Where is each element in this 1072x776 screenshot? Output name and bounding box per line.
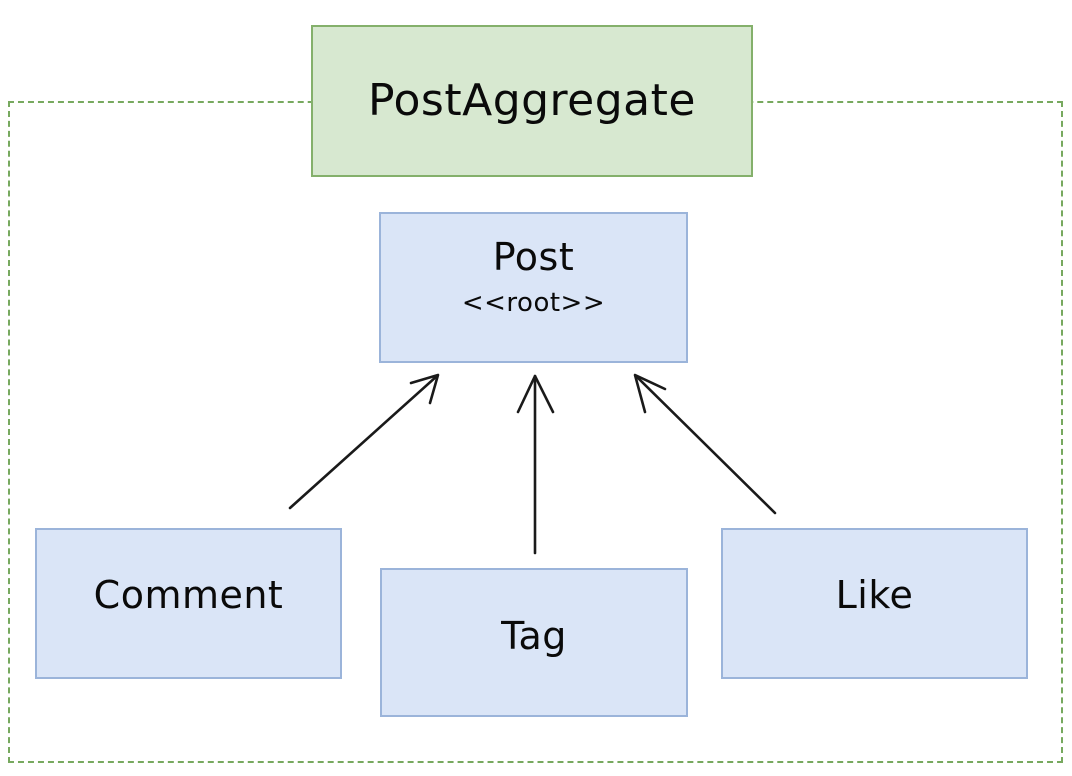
node-postaggregate-label: PostAggregate	[368, 74, 696, 126]
node-like[interactable]: Like	[721, 528, 1028, 679]
node-post-stereotype: <<root>>	[461, 287, 606, 318]
node-postaggregate[interactable]: PostAggregate	[311, 25, 753, 177]
node-tag[interactable]: Tag	[380, 568, 688, 717]
node-comment-label: Comment	[93, 573, 284, 617]
node-like-label: Like	[835, 573, 914, 617]
node-tag-label: Tag	[501, 614, 567, 658]
node-post-label: Post	[492, 235, 575, 279]
node-comment[interactable]: Comment	[35, 528, 342, 679]
node-post[interactable]: Post <<root>>	[379, 212, 688, 363]
